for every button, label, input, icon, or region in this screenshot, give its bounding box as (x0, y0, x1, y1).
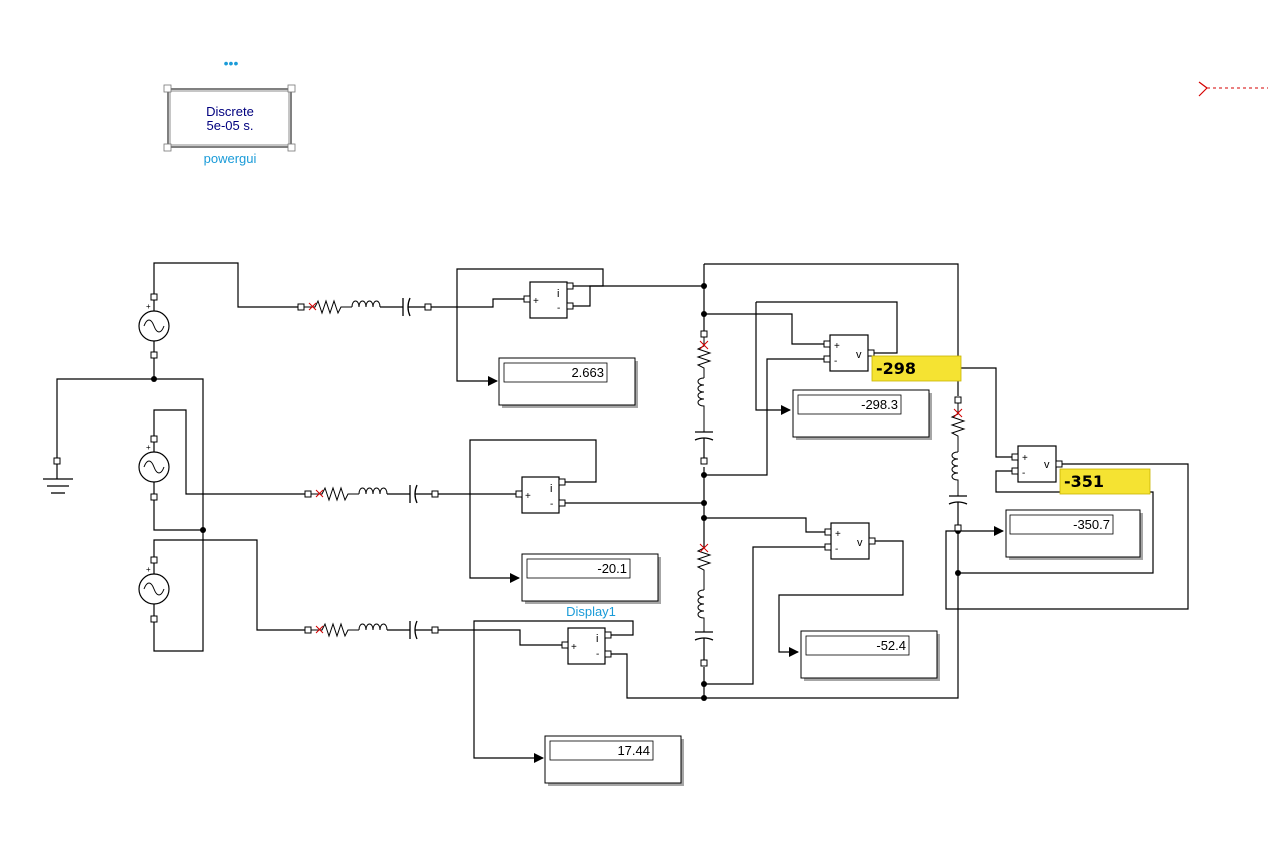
svg-text:-350.7: -350.7 (1073, 517, 1110, 532)
svg-text:-: - (550, 499, 553, 510)
current-meter-wiring (431, 268, 704, 763)
ac-source-a[interactable]: + (138, 293, 170, 359)
voltage-meter-2[interactable]: + - v (824, 522, 876, 560)
svg-text:-351: -351 (1064, 472, 1104, 491)
svg-text:v: v (857, 537, 863, 549)
load-rlc-1[interactable] (694, 330, 714, 465)
svg-text:-: - (557, 303, 560, 314)
svg-text:-20.1: -20.1 (597, 561, 627, 576)
display-v1[interactable]: -298.3 (792, 389, 932, 440)
svg-text:-: - (834, 356, 837, 367)
rlc-branch-b[interactable] (304, 484, 439, 504)
more-options-icon[interactable]: ••• (224, 55, 239, 71)
svg-text:+: + (146, 565, 151, 574)
svg-text:v: v (1044, 459, 1050, 471)
svg-text:-52.4: -52.4 (876, 638, 906, 653)
value-tooltip-v1: -298 (871, 355, 962, 382)
svg-text:2.663: 2.663 (571, 365, 604, 380)
rlc-branch-c[interactable] (304, 620, 439, 640)
load-rlc-3[interactable] (948, 396, 968, 532)
powergui-mode: Discrete (206, 104, 254, 119)
display-ib[interactable]: -20.1 Display1 (521, 553, 661, 619)
value-tooltip-v3: -351 (1059, 468, 1151, 495)
current-meter-c[interactable]: + i - (561, 627, 612, 665)
voltage-meter-wiring (704, 301, 1189, 685)
rlc-branch-a[interactable] (297, 297, 432, 317)
svg-text:+: + (525, 491, 531, 502)
svg-text:v: v (856, 349, 862, 361)
current-meter-a[interactable]: + i - (523, 281, 574, 319)
svg-text:+: + (571, 642, 577, 653)
powergui-block[interactable]: ••• Discrete 5e-05 s. powergui (163, 55, 296, 166)
current-meter-b[interactable]: + i - (515, 476, 566, 514)
voltage-meter-3[interactable]: + - v (1011, 445, 1063, 483)
ac-source-b[interactable]: + (138, 435, 170, 501)
svg-text:+: + (1022, 453, 1028, 464)
svg-text:-: - (596, 649, 599, 660)
svg-text:+: + (834, 341, 840, 352)
display-ic[interactable]: 17.44 (544, 735, 684, 786)
voltage-meter-1[interactable]: + - v (823, 334, 875, 372)
offscreen-connector-icon (1198, 81, 1268, 97)
display-ia[interactable]: 2.663 (498, 357, 638, 408)
selection-handle[interactable] (163, 84, 172, 93)
svg-text:+: + (835, 529, 841, 540)
svg-text:-298: -298 (876, 359, 916, 378)
svg-text:17.44: 17.44 (617, 743, 650, 758)
svg-text:+: + (533, 296, 539, 307)
display-v3[interactable]: -350.7 (1005, 509, 1143, 560)
bus-wiring (701, 263, 961, 701)
svg-text:i: i (550, 483, 552, 495)
ground-block[interactable] (43, 378, 154, 494)
powergui-sample-time: 5e-05 s. (207, 118, 254, 133)
svg-text:+: + (146, 302, 151, 311)
svg-text:i: i (596, 633, 598, 645)
selection-handle[interactable] (163, 143, 172, 152)
svg-text:-298.3: -298.3 (861, 397, 898, 412)
display-v2[interactable]: -52.4 (800, 630, 940, 681)
svg-text:-: - (835, 544, 838, 555)
svg-text:-: - (1022, 468, 1025, 479)
ac-source-c[interactable]: + (138, 556, 170, 623)
selection-handle[interactable] (287, 143, 296, 152)
selection-handle[interactable] (287, 84, 296, 93)
svg-text:+: + (146, 443, 151, 452)
source-wiring (151, 262, 308, 652)
load-rlc-2[interactable] (694, 518, 714, 667)
svg-text:i: i (557, 288, 559, 300)
display1-label: Display1 (566, 604, 616, 619)
powergui-label: powergui (204, 151, 257, 166)
